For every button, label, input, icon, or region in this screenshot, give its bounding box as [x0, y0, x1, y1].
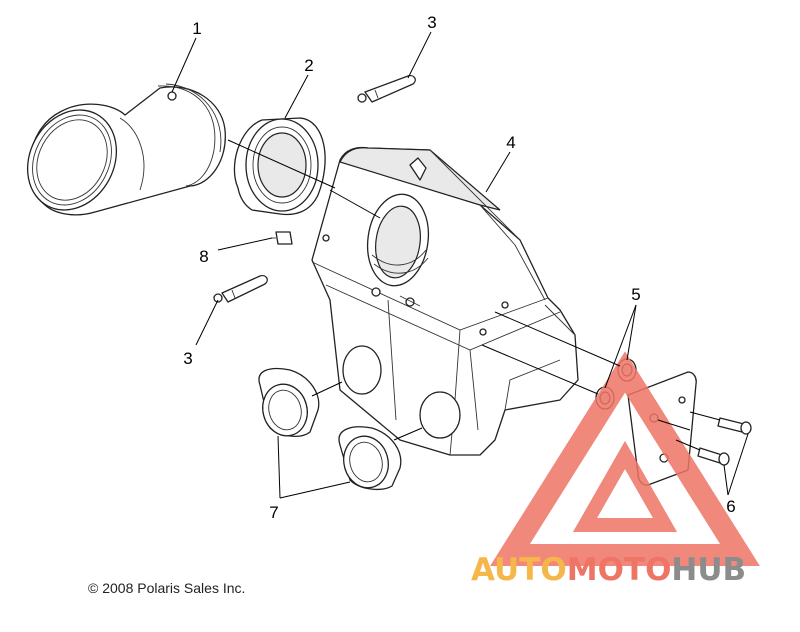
copyright-text: © 2008 Polaris Sales Inc.	[88, 580, 245, 596]
watermark-logo	[490, 351, 760, 566]
callout-8: 8	[199, 247, 208, 266]
part-6-bolts	[697, 417, 752, 466]
callout-5: 5	[631, 285, 640, 304]
part-4-airbox	[311, 146, 579, 456]
part-2-clamp-ring	[233, 117, 326, 216]
watermark-text: AUTOMOTOHUB	[471, 552, 746, 588]
leader-lines	[171, 31, 749, 499]
part-3-pin-top	[357, 74, 416, 103]
callout-1: 1	[192, 19, 201, 38]
part-3-pin-bottom	[213, 274, 268, 303]
callout-7: 7	[269, 503, 278, 522]
watermark-moto: MOTO	[567, 552, 672, 588]
callout-labels: 1 2 3 4 8 5 3 7 6	[183, 13, 735, 522]
watermark-auto: AUTO	[471, 552, 567, 588]
callout-2: 2	[304, 56, 313, 75]
callout-3-bottom: 3	[183, 349, 192, 368]
watermark-hub: HUB	[671, 552, 746, 588]
part-8-fitting	[271, 231, 293, 245]
part-7-coupler-upper	[258, 367, 320, 438]
part-1-intake-duct	[26, 83, 226, 216]
callout-4: 4	[506, 133, 515, 152]
callout-3-top: 3	[427, 13, 436, 32]
part-7-coupler-lower	[338, 426, 402, 491]
callout-6: 6	[726, 497, 735, 516]
